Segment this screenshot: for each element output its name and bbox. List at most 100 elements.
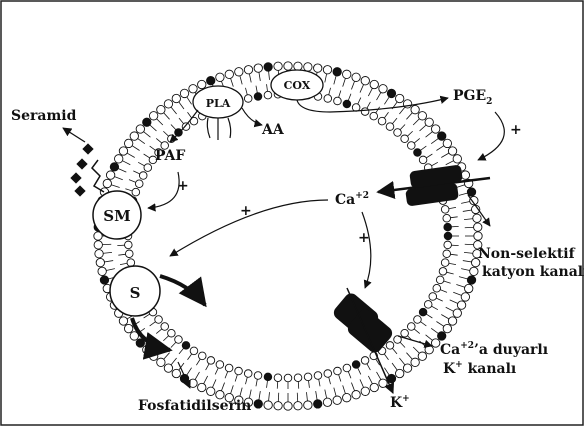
lipid-head — [436, 276, 444, 284]
lipid-head — [124, 324, 132, 332]
lipid-head — [190, 347, 198, 355]
lipid-head — [444, 241, 452, 249]
lipid-head — [379, 85, 387, 93]
lipid-head — [431, 339, 439, 347]
lipid-head — [149, 352, 157, 360]
ca-sensitive-label-line1: Ca+2’a duyarlı — [440, 341, 548, 358]
lipid-head — [438, 332, 446, 340]
lipid-head — [164, 364, 172, 372]
lipid-head — [284, 402, 292, 410]
lipid-head — [414, 149, 422, 157]
lipid-head — [403, 100, 411, 108]
lipid-head — [216, 361, 224, 369]
lipid-head — [139, 172, 147, 180]
lipid-head — [294, 402, 302, 410]
lipid-head — [438, 132, 446, 140]
lipid-head — [333, 68, 341, 76]
lipid-head — [343, 364, 351, 372]
lipid-head — [401, 135, 409, 143]
lipid-head — [418, 352, 426, 360]
lipid-head — [244, 370, 252, 378]
lipid-head — [414, 316, 422, 324]
lipid-head — [418, 112, 426, 120]
lipid-head — [407, 323, 415, 331]
ca-sensitive-line1-sup: +2 — [460, 341, 474, 351]
lipid-head — [343, 393, 351, 401]
lipid-head — [198, 352, 206, 360]
ca-sensitive-line1-base: Ca — [440, 342, 460, 358]
ca-sensitive-line2-rest: kanalı — [463, 361, 517, 377]
lipid-head — [386, 342, 394, 350]
k-label-sup: + — [402, 394, 410, 404]
lipid-head — [314, 64, 322, 72]
lipid-head — [130, 132, 138, 140]
lipid-head — [254, 372, 262, 380]
lipid-head — [264, 401, 272, 409]
lipid-head — [361, 357, 369, 365]
lipid-head — [110, 163, 118, 171]
lipid-head — [424, 301, 432, 309]
lipid-head — [207, 387, 215, 395]
lipid-head — [172, 369, 180, 377]
lipid-head — [334, 97, 342, 105]
lipid-head — [125, 241, 133, 249]
lipid-head — [323, 398, 331, 406]
lipid-head — [465, 284, 473, 292]
lipid-head — [370, 383, 378, 391]
lipid-head — [419, 308, 427, 316]
lipid-head — [324, 95, 332, 103]
lipid-head — [324, 370, 332, 378]
lipid-head — [143, 118, 151, 126]
lipid-head — [172, 94, 180, 102]
lipid-head — [180, 89, 188, 97]
lipid-head — [198, 80, 206, 88]
lipid-head — [386, 123, 394, 131]
lipid-head — [474, 232, 482, 240]
ca-sensitive-line1-rest: ’a duyarlı — [474, 342, 548, 358]
lipid-head — [235, 367, 243, 375]
lipid-head — [149, 112, 157, 120]
lipid-head — [216, 73, 224, 81]
lipid-head — [164, 100, 172, 108]
lipid-head — [387, 89, 395, 97]
lipid-head — [361, 76, 369, 84]
lipid-head — [461, 171, 469, 179]
lipid-head — [443, 214, 451, 222]
seramid-label: Seramid — [11, 108, 77, 124]
lipid-head — [370, 80, 378, 88]
lipid-head — [352, 73, 360, 81]
lipid-head — [453, 309, 461, 317]
lipid-head — [264, 91, 272, 99]
lipid-head — [284, 374, 292, 382]
lipid-head — [444, 232, 452, 240]
lipid-head — [294, 374, 302, 382]
lipid-head — [264, 63, 272, 71]
lipid-head — [411, 105, 419, 113]
pge2-label-base: PGE — [453, 88, 486, 104]
lipid-head — [98, 267, 106, 275]
lipid-head — [470, 267, 478, 275]
lipid-head — [473, 214, 481, 222]
lipid-head — [314, 400, 322, 408]
ca-label-base: Ca — [335, 192, 355, 208]
lipid-head — [379, 379, 387, 387]
ca-sensitive-line2-sup: + — [455, 360, 463, 370]
plus-sign-pge2: + — [510, 122, 522, 138]
pla-label: PLA — [206, 97, 231, 110]
lipid-head — [175, 129, 183, 137]
lipid-head — [403, 364, 411, 372]
lipid-head — [429, 293, 437, 301]
lipid-head — [284, 62, 292, 70]
pge2-label-sub: 2 — [486, 97, 492, 107]
lipid-head — [361, 108, 369, 116]
lipid-head — [136, 125, 144, 133]
nonselective-label-line2: katyon kanalı — [482, 264, 584, 280]
lipid-head — [448, 317, 456, 325]
lipid-head — [441, 259, 449, 267]
lipid-head — [304, 401, 312, 409]
lipid-head — [425, 118, 433, 126]
lipid-head — [189, 379, 197, 387]
lipid-head — [274, 62, 282, 70]
paf-label: PAF — [155, 148, 185, 164]
